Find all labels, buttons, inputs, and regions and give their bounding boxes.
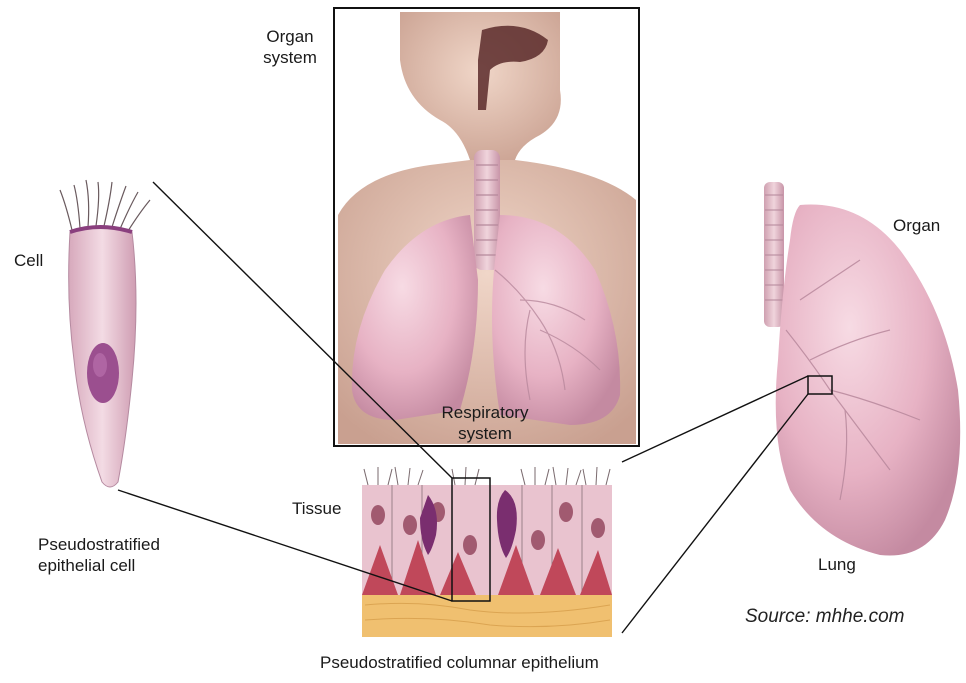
respiratory-system-label: Respiratory system [420,402,550,444]
lung-organ [776,205,960,556]
organ-illustration [764,182,960,556]
tissue-epithelium [362,485,612,595]
tissue-name-label: Pseudostratified columnar epithelium [320,652,599,673]
organ-system-label: Organ system [250,26,330,68]
tissue-illustration [362,467,612,637]
cell-cilia [60,180,150,231]
organ-label: Organ [893,215,940,236]
connector-organ-bottom [622,394,808,633]
tissue-cilia [364,467,610,485]
cell-illustration [60,180,150,487]
tissue-label: Tissue [292,498,341,519]
cell-name-label: Pseudostratified epithelial cell [38,534,160,576]
organ-system-panel [334,8,639,446]
lung-label: Lung [818,554,856,575]
cell-label: Cell [14,250,43,271]
source-credit: Source: mhhe.com [745,606,904,627]
